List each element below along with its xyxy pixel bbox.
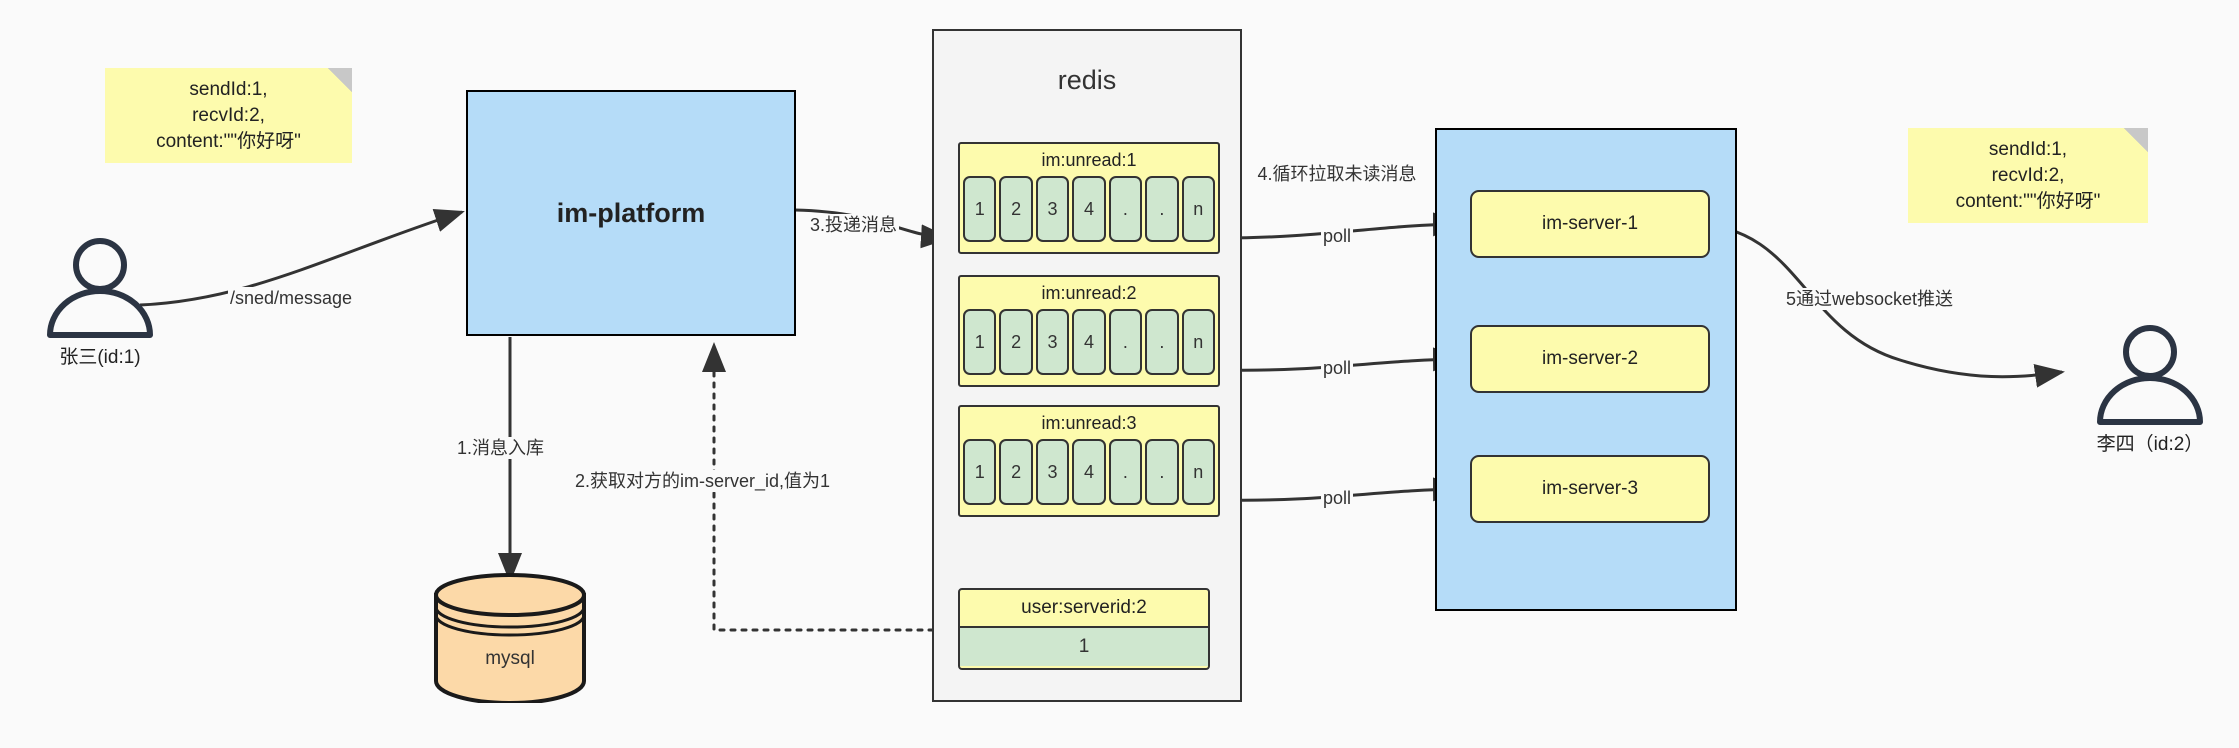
note-right-message: sendId:1, recvId:2, content:""你好呀" xyxy=(1908,128,2148,223)
im-server-2-box[interactable]: im-server-2 xyxy=(1470,325,1710,393)
queue-cell: 1 xyxy=(963,176,997,242)
note-left-message: sendId:1, recvId:2, content:""你好呀" xyxy=(105,68,352,163)
im-platform-label: im-platform xyxy=(556,197,706,228)
redis-queue-2[interactable]: im:unread:3 1 2 3 4 . . n xyxy=(958,405,1220,517)
redis-queue-0-key: im:unread:1 xyxy=(1041,150,1137,170)
edge-label-step2: 2.获取对方的im-server_id,值为1 xyxy=(573,470,833,492)
im-platform-box[interactable]: im-platform xyxy=(466,90,796,336)
actor-sender[interactable]: 张三(id:1) xyxy=(30,238,170,369)
queue-cell: 2 xyxy=(999,176,1033,242)
redis-queue-1[interactable]: im:unread:2 1 2 3 4 . . n xyxy=(958,275,1220,387)
edge-label-send-api: /sned/message xyxy=(228,287,355,309)
queue-cell: 2 xyxy=(999,439,1033,505)
edge-sender-to-platform xyxy=(139,208,465,307)
edge-server1-to-receiver xyxy=(1689,222,2065,388)
queue-cell: 4 xyxy=(1072,439,1106,505)
im-server-1-box[interactable]: im-server-1 xyxy=(1470,190,1710,258)
redis-queue-1-key: im:unread:2 xyxy=(1041,283,1137,303)
edge-label-poll-2: poll xyxy=(1321,357,1354,379)
edge-label-poll-1: poll xyxy=(1321,225,1354,247)
mysql-label: mysql xyxy=(485,648,535,670)
user-icon xyxy=(47,238,153,338)
redis-kv-key: user:serverid:2 xyxy=(1021,597,1147,618)
mysql-cylinder[interactable]: mysql xyxy=(430,573,590,705)
edge-label-poll-3: poll xyxy=(1321,487,1354,509)
redis-title: redis xyxy=(1057,65,1117,95)
edge-redis-to-platform-dotted xyxy=(702,342,957,632)
queue-cell: . xyxy=(1145,439,1179,505)
redis-kv-user-serverid[interactable]: user:serverid:2 1 xyxy=(958,588,1210,670)
im-server-3-label: im-server-3 xyxy=(1541,478,1639,499)
redis-queue-2-key: im:unread:3 xyxy=(1041,413,1137,433)
queue-cell: 4 xyxy=(1072,176,1106,242)
queue-cell: . xyxy=(1108,176,1143,242)
queue-cell: 3 xyxy=(1035,176,1070,242)
queue-cell: 3 xyxy=(1035,439,1070,505)
queue-cell: n xyxy=(1181,439,1215,505)
queue-cell: 3 xyxy=(1035,309,1070,375)
actor-receiver[interactable]: 李四（id:2） xyxy=(2080,325,2220,456)
im-server-3-box[interactable]: im-server-3 xyxy=(1470,455,1710,523)
im-server-2-label: im-server-2 xyxy=(1541,348,1639,369)
user-icon xyxy=(2097,325,2203,425)
edge-label-step3: 3.投递消息 xyxy=(808,214,900,236)
database-icon xyxy=(434,573,586,705)
queue-cell: . xyxy=(1108,439,1143,505)
queue-cell: 1 xyxy=(963,439,997,505)
note-right-text: sendId:1, recvId:2, content:""你好呀" xyxy=(1955,138,2101,212)
edge-label-step5: 5通过websocket推送 xyxy=(1784,288,1956,310)
note-fold-icon xyxy=(328,68,352,92)
edge-label-step1: 1.消息入库 xyxy=(455,437,547,459)
queue-cell: 2 xyxy=(999,309,1033,375)
redis-queue-1-cells: 1 2 3 4 . . n xyxy=(960,309,1218,379)
queue-cell: n xyxy=(1181,309,1215,375)
queue-cell: 1 xyxy=(963,309,997,375)
queue-cell: . xyxy=(1145,176,1179,242)
queue-cell: n xyxy=(1181,176,1215,242)
im-server-1-label: im-server-1 xyxy=(1541,213,1639,234)
queue-cell: 4 xyxy=(1072,309,1106,375)
queue-cell: . xyxy=(1145,309,1179,375)
redis-kv-value: 1 xyxy=(960,626,1208,666)
redis-queue-0-cells: 1 2 3 4 . . n xyxy=(960,176,1218,246)
queue-cell: . xyxy=(1108,309,1143,375)
actor-sender-label: 张三(id:1) xyxy=(59,347,141,368)
note-fold-icon xyxy=(2124,128,2148,152)
redis-queue-2-cells: 1 2 3 4 . . n xyxy=(960,439,1218,509)
actor-receiver-label: 李四（id:2） xyxy=(2096,434,2204,455)
redis-queue-0[interactable]: im:unread:1 1 2 3 4 . . n xyxy=(958,142,1220,254)
edge-label-step4: 4.循环拉取未读消息 xyxy=(1255,163,1419,185)
note-left-text: sendId:1, recvId:2, content:""你好呀" xyxy=(156,78,301,152)
